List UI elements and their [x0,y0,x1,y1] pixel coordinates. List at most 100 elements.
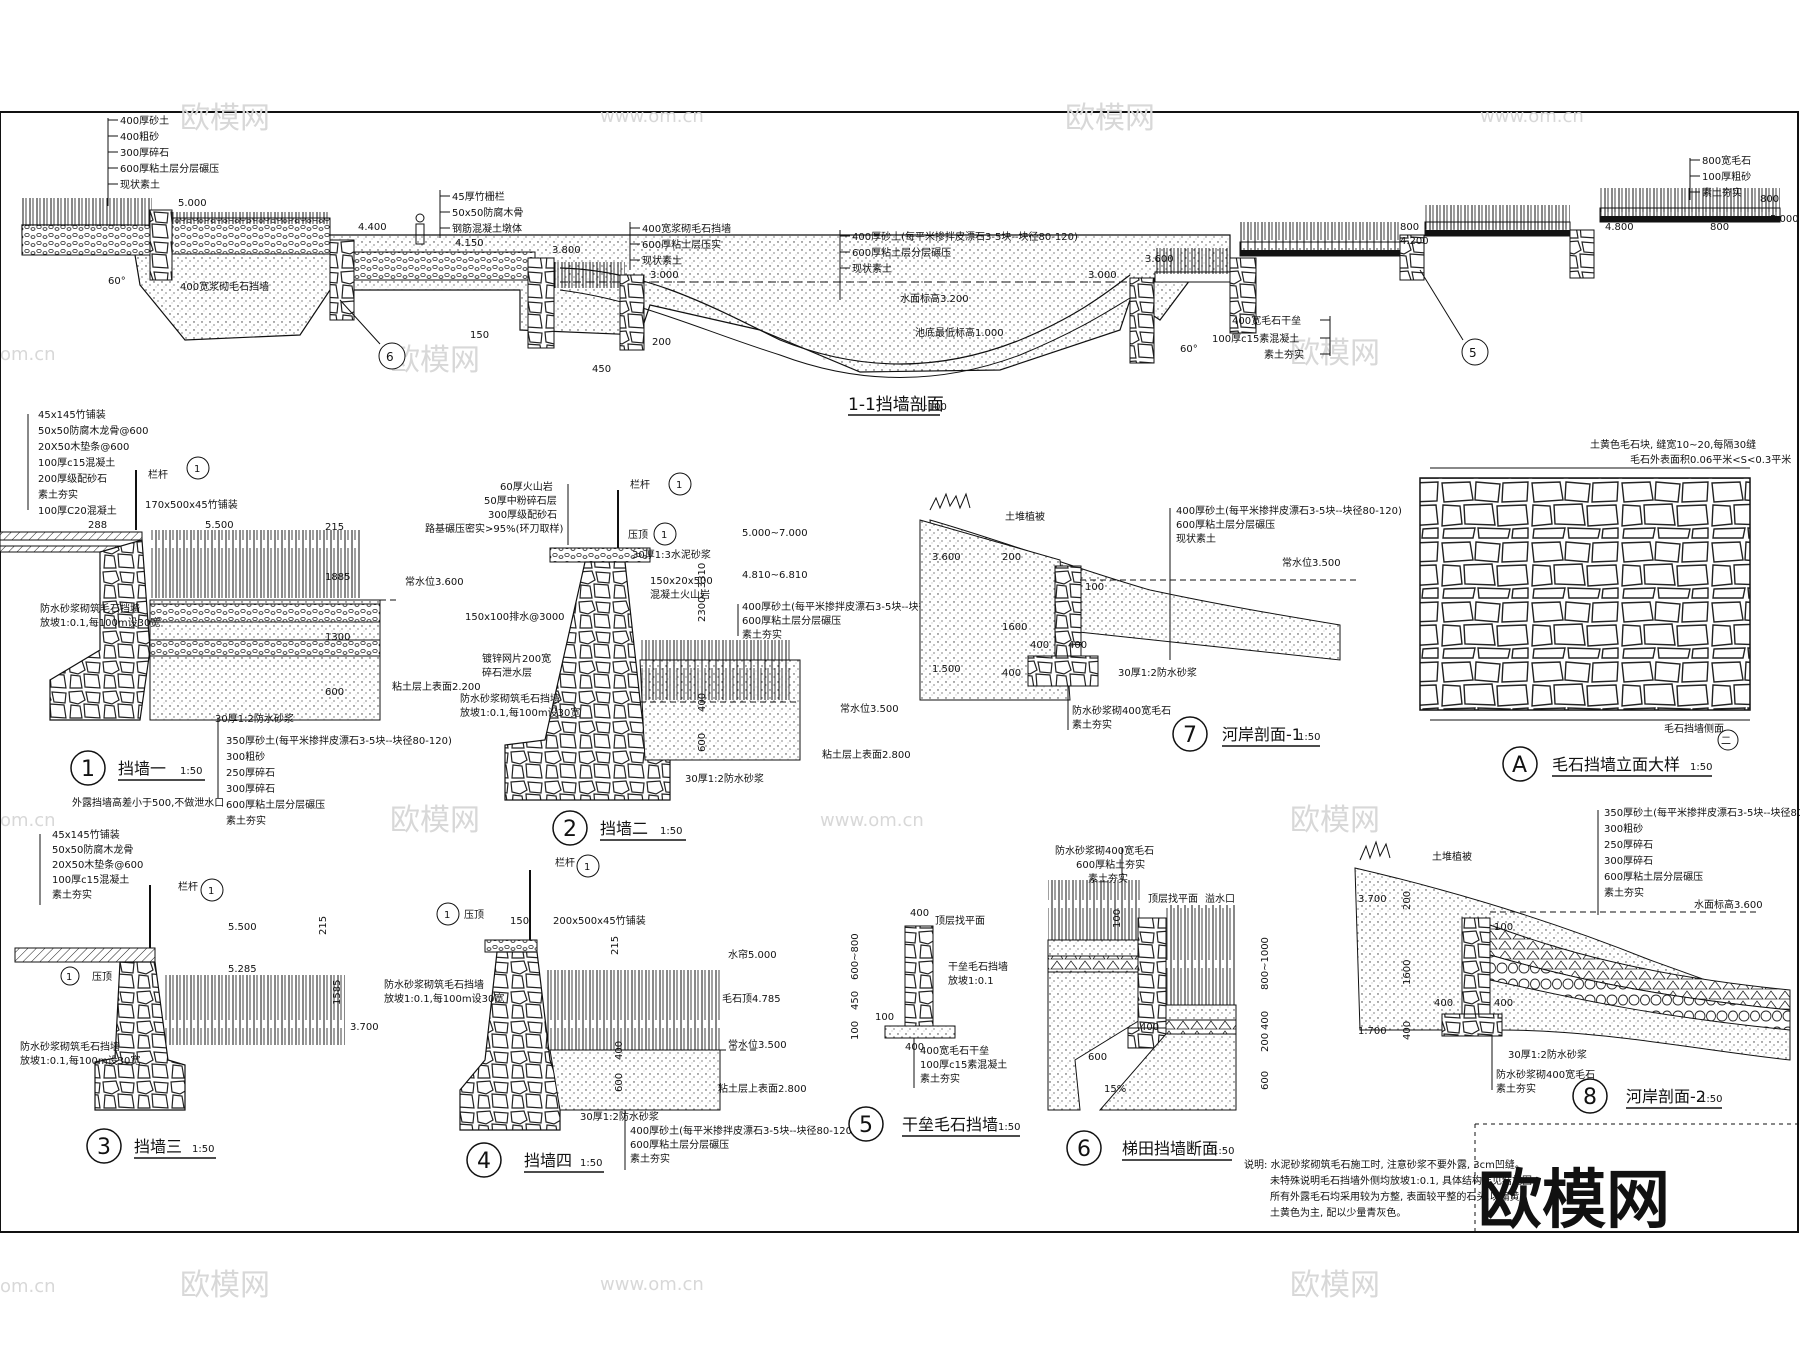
callout-label: 600厚粘土层分层碾压 [1604,870,1703,883]
stone-wall [504,561,671,801]
detail-number: 8 [1583,1085,1597,1110]
ref-marker-number: 1 [661,530,667,541]
wall-footing [1027,655,1099,687]
dim-label: 2300~3310 [697,563,708,622]
vegetation-icon [1359,840,1391,861]
note-line: 说明: 水泥砂浆砌筑毛石施工时, 注意砂浆不要外露, 3cm凹缝。 [1244,1158,1525,1171]
reeds-3 [545,262,625,288]
stone-wall [149,209,173,281]
watermark-text: 欧模网 [1290,1268,1380,1303]
cap-label: 压顶 [464,909,484,921]
detail-3: 45x145竹铺装 50x50防腐木龙骨 20X50木垫条@600 100厚c1… [14,828,379,1164]
callout-label: 干垒毛石挡墙 [948,960,1008,973]
ref-marker [436,902,460,926]
dim-label: 1600 [1002,622,1027,633]
section-scale: 1:100 [918,402,947,413]
gravel-layer [1047,955,1141,973]
dim-label: 400 [1068,640,1087,651]
watermark-text: 欧模网 [180,101,270,136]
callout-label: 300厚碎石 [226,782,275,795]
elevation: 3.700 [350,1022,379,1033]
stone-wall [527,257,555,349]
detail-1: 45x145竹铺装 50x50防腐木龙骨@600 20X50木垫条@600 10… [0,408,481,827]
detail-title: 挡墙三 [134,1137,182,1156]
deck-layer [14,947,156,963]
callout-label: 60厚火山岩 [500,480,553,493]
callout-label: 600厚粘土层分层碾压 [742,614,841,627]
dim-label: 450 [592,364,611,375]
wall-footing [1441,1013,1503,1037]
person-icon [415,213,425,223]
callout-label: 30厚1:2防水砂浆 [685,772,764,785]
callout-label: 45x145竹铺装 [52,828,120,841]
wall-note: 防水砂浆砌筑毛石挡墙 [20,1040,120,1053]
watermark-text: 欧模网 [1290,803,1380,838]
callout-label: 100厚粗砂 [1702,170,1751,183]
reeds [1048,880,1140,940]
detail-4: 栏杆 1 1 压顶 150 200x500x45竹铺装 防水砂浆砌筑毛石挡墙 放… [384,854,856,1178]
callout-label: 200厚级配砂石 [38,472,107,485]
drawing-frame [0,111,1799,1233]
detail-number: 3 [97,1135,111,1160]
elevation: 4.400 [358,222,387,233]
stone-wall [904,925,934,1027]
detail-number-circle [466,1142,502,1178]
elevation: 常水位3.500 [840,702,899,715]
gravel-layer [1165,1019,1237,1035]
rail-label: 栏杆 [555,856,575,869]
callout-label: 400厚砂土(每平米掺拌皮漂石3-5块--块径80-120) [630,1124,856,1137]
elevation: 粘土层上表面2.800 [718,1082,807,1095]
watermark-url: www.om.cn [600,106,704,127]
callout-label: 素土夯实 [1702,186,1742,199]
detail-scale: 1:50 [1298,732,1320,743]
callout-label: 碎石泄水层 [482,666,532,679]
dim-label: 400 [1002,668,1021,679]
note-line: 所有外露毛石均采用较为方整, 表面较平整的石头,以偏黄 [1270,1190,1520,1203]
dim-label: 1300 [325,632,350,643]
callout-label: 20X50木垫条@600 [38,440,129,453]
gravel-layer [149,639,381,657]
callout-label: 250厚碎石 [226,766,275,779]
dim-label: 400 [905,1042,924,1053]
callout-label: 50x50防腐木龙骨 [52,843,133,856]
detail-title: 河岸剖面-2 [1626,1087,1706,1106]
wall-note: 放坡1:0.1,每100m设30宽 [384,992,504,1005]
dim-label: 400 [1402,1021,1413,1040]
wall-note: 放坡1:0.1,每100m设30宽 [460,706,580,719]
soil-fill [919,519,1071,701]
detail-marker [378,342,406,370]
elevation: 3.000 [1088,270,1117,281]
detail-7-callouts: 400厚砂土(每平米掺拌皮漂石3-5块--块径80-120) 600厚粘土层分层… [1169,504,1402,660]
watermark-text: 欧模网 [180,1268,270,1303]
detail-8-callouts: 350厚砂土(每平米掺拌皮漂石3-5块--块径80-120) 300粗砂 250… [1432,806,1800,915]
callout-label: 素土夯实 [1496,1082,1536,1095]
ref-marker-number: 1 [194,464,200,475]
dim-label: 215 [610,936,621,955]
callout-label: 600厚粘土层分层碾压 [120,162,219,175]
dim-label: 400 [1434,998,1453,1009]
detail-8: 350厚砂土(每平米掺拌皮漂石3-5块--块径80-120) 300粗砂 250… [1354,806,1800,1114]
water-bed-line-2 [559,289,1131,378]
callout-label: 400宽浆砌毛石挡墙 [642,222,731,235]
callout-label: 素土夯实 [920,1072,960,1085]
detail-scale: 1:50 [998,1122,1020,1133]
wall-note: 防水砂浆砌筑毛石挡墙 [460,692,560,705]
dim-label: 288 [88,520,107,531]
callout-label: 30厚1:2防水砂浆 [580,1110,659,1123]
reeds [1425,205,1570,229]
stone-wall [1399,234,1425,281]
main-center-callouts: 400宽浆砌毛石挡墙 600厚粘土层压实 现状素土 [629,222,731,270]
callout-label: 放坡1:0.1 [948,974,994,987]
stone-wall [329,239,355,321]
detail-number: 6 [1077,1137,1091,1162]
callout-label: 混凝土火山岩 [650,588,710,601]
callout-label: 防水砂浆砌400宽毛石 [1496,1068,1595,1081]
detail-number: 7 [1183,723,1197,748]
cap-label: 200x500x45竹铺装 [553,914,646,927]
detail-2-top-callouts: 60厚火山岩 50厚中粉碎石层 300厚级配砂石 路基碾压密实>95%(环刀取样… [425,480,569,545]
detail-marker-number: 5 [1469,346,1477,360]
main-right-top-callouts: 800宽毛石 100厚粗砂 素土夯实 [1689,154,1751,200]
platform-3 [344,251,536,281]
callout-label: 素土夯实 [1604,886,1644,899]
dim-label: 400 [1260,1011,1271,1030]
